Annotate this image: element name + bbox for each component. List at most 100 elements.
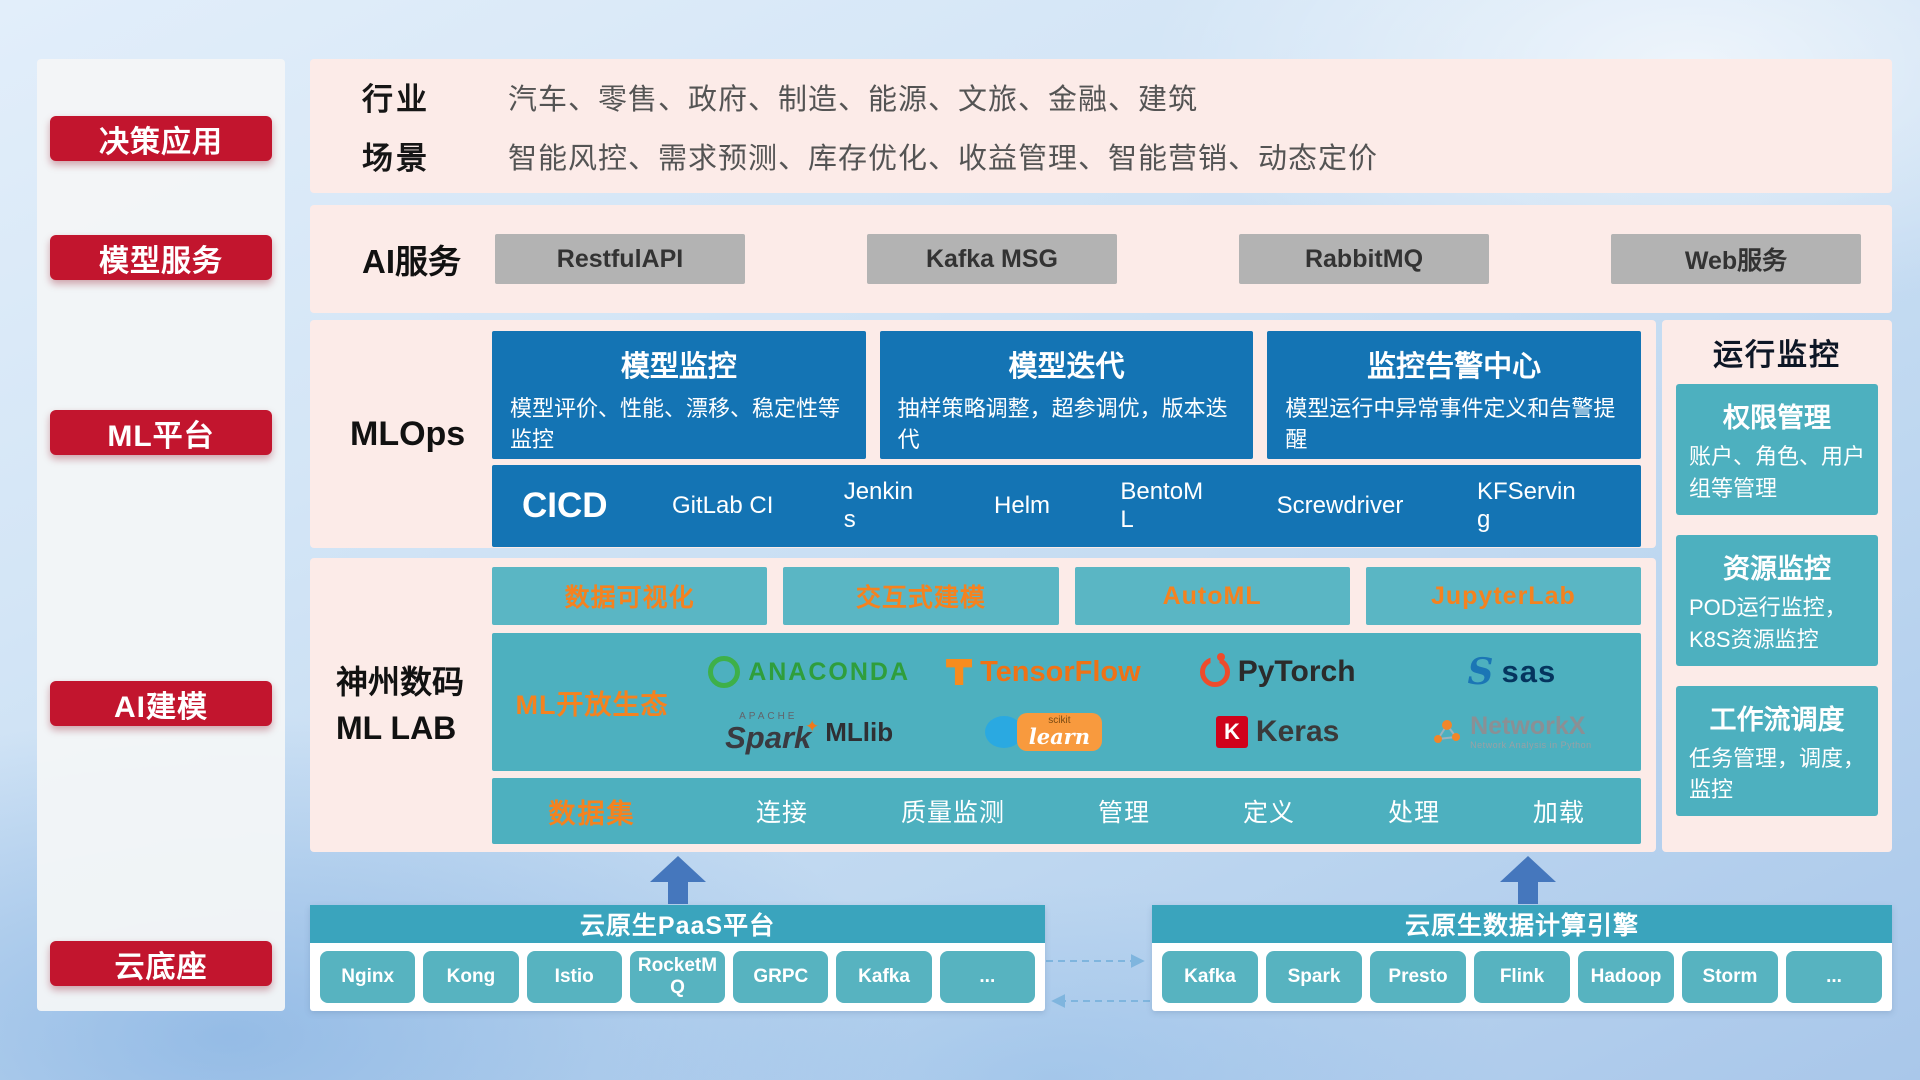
rabbitmq-block: RabbitMQ	[1239, 234, 1489, 284]
cicd-tools: GitLab CI Jenkins Helm BentoML Screwdriv…	[652, 478, 1611, 533]
industry-row: 行业 汽车、零售、政府、制造、能源、文旅、金融、建筑	[310, 74, 1892, 119]
alert-center-title: 监控告警中心	[1367, 351, 1542, 383]
keras-icon: K	[1215, 716, 1248, 748]
model-monitoring-title: 模型监控	[620, 351, 737, 383]
dataset-quality: 质量监测	[900, 799, 1005, 827]
resource-monitor-card: 资源监控 POD运行监控，K8S资源监控	[1676, 534, 1878, 666]
networkx-icon	[1434, 719, 1461, 743]
tensorflow-icon	[946, 659, 973, 685]
interactive-modeling-block: 交互式建模	[783, 567, 1059, 625]
dataset-load: 加载	[1532, 799, 1585, 827]
dataset-manage: 管理	[1097, 799, 1150, 827]
chip-istio: Istio	[526, 951, 622, 1003]
chip-nginx: Nginx	[320, 951, 416, 1003]
chip-storm: Storm	[1682, 951, 1778, 1003]
chip-kafka: Kafka	[836, 951, 932, 1003]
tensorflow-logo: TensorFlow	[946, 656, 1141, 689]
cicd-bar: CICD GitLab CI Jenkins Helm BentoML Scre…	[492, 465, 1641, 547]
bentoml-item: BentoML	[1120, 478, 1204, 533]
mllab-label: 神州数码 ML LAB	[328, 558, 501, 852]
up-arrow-left	[650, 856, 706, 904]
industry-scenario-panel: 行业 汽车、零售、政府、制造、能源、文旅、金融、建筑 场景 智能风控、需求预测、…	[310, 59, 1892, 193]
jenkins-item: Jenkins	[843, 478, 914, 533]
mllab-label-line1: 神州数码	[336, 663, 465, 700]
gitlab-ci-item: GitLab CI	[672, 492, 774, 520]
engine-chips: Kafka Spark Presto Flink Hadoop Storm ..…	[1152, 943, 1892, 1011]
industry-list: 汽车、零售、政府、制造、能源、文旅、金融、建筑	[508, 83, 1199, 116]
dataset-label: 数据集	[548, 798, 636, 829]
automl-block: AutoML	[1074, 567, 1350, 625]
layer-sidebar: 决策应用 模型服务 ML平台 AI建模 云底座	[37, 59, 285, 1011]
restfulapi-block: RestfulAPI	[495, 234, 745, 284]
sidebar-item-model-service: 模型服务	[50, 235, 272, 280]
dataset-connect: 连接	[756, 799, 809, 827]
chip-more2: ...	[1786, 951, 1882, 1003]
workflow-scheduler-title: 工作流调度	[1709, 704, 1845, 735]
sas-logo: S sas	[1467, 651, 1557, 693]
dataset-bar: 数据集 连接 质量监测 管理 定义 处理 加载	[492, 778, 1641, 844]
model-monitoring-desc: 模型评价、性能、漂移、稳定性等监控	[510, 396, 841, 452]
spark-star-icon: ✦	[805, 716, 820, 736]
chip-flink: Flink	[1474, 951, 1570, 1003]
data-visualization-block: 数据可视化	[492, 567, 768, 625]
permission-mgmt-desc: 账户、角色、用户组等管理	[1689, 444, 1866, 501]
chip-kong: Kong	[423, 951, 519, 1003]
data-engine-panel: 云原生数据计算引擎 Kafka Spark Presto Flink Hadoo…	[1152, 905, 1892, 1011]
keras-logo: K Keras	[1215, 715, 1339, 749]
kfserving-item: KFServing	[1476, 478, 1576, 533]
chip-spark: Spark	[1266, 951, 1362, 1003]
model-iteration-desc: 抽样策略调整，超参调优，版本迭代	[897, 396, 1228, 452]
networkx-subtitle: Network Analysis in Python	[1470, 739, 1592, 750]
workflow-scheduler-desc: 任务管理，调度，监控	[1689, 745, 1866, 803]
ai-service-label: AI服务	[362, 243, 461, 280]
resource-monitor-title: 资源监控	[1723, 553, 1831, 584]
sidebar-item-cloud-base: 云底座	[50, 941, 272, 986]
pytorch-logo: PyTorch	[1199, 653, 1356, 689]
industry-label: 行业	[362, 82, 430, 117]
sidebar-item-ml-platform: ML平台	[50, 410, 272, 455]
web-service-block: Web服务	[1611, 234, 1861, 284]
ml-ecosystem-box: ML开放生态 ANACONDA TensorFlow PyTorch S sas	[492, 633, 1641, 771]
mllab-panel: 神州数码 ML LAB 数据可视化 交互式建模 AutoML JupyterLa…	[310, 558, 1656, 852]
ml-ecosystem-label: ML开放生态	[515, 689, 669, 720]
chip-grpc: GRPC	[733, 951, 829, 1003]
ml-ecosystem-logos: ANACONDA TensorFlow PyTorch S sas APACHE	[692, 642, 1641, 762]
spark-mllib-logo: APACHE Spark ✦ MLlib	[725, 710, 894, 755]
anaconda-logo: ANACONDA	[708, 656, 910, 688]
apache-caption: APACHE	[739, 710, 798, 722]
scenario-row: 场景 智能风控、需求预测、库存优化、收益管理、智能营销、动态定价	[310, 133, 1892, 178]
chip-presto: Presto	[1370, 951, 1466, 1003]
data-engine-title: 云原生数据计算引擎	[1152, 905, 1892, 943]
ai-service-buttons: RestfulAPI Kafka MSG RabbitMQ Web服务	[495, 234, 1861, 284]
paas-chips: Nginx Kong Istio RocketMQ GRPC Kafka ...	[310, 943, 1045, 1011]
dataflow-dashed-arrows	[1046, 954, 1150, 1008]
helm-item: Helm	[994, 492, 1051, 520]
anaconda-icon	[708, 656, 741, 688]
paas-platform-title: 云原生PaaS平台	[310, 905, 1045, 943]
model-iteration-title: 模型迭代	[1008, 351, 1125, 383]
cicd-title: CICD	[522, 486, 608, 525]
chip-hadoop: Hadoop	[1578, 951, 1674, 1003]
kafka-msg-block: Kafka MSG	[867, 234, 1117, 284]
up-arrow-right	[1500, 856, 1556, 904]
paas-platform-panel: 云原生PaaS平台 Nginx Kong Istio RocketMQ GRPC…	[310, 905, 1045, 1011]
scikit-learn-logo: scikit learn	[984, 713, 1103, 751]
resource-monitor-desc: POD运行监控，K8S资源监控	[1689, 594, 1847, 652]
chip-rocketmq: RocketMQ	[629, 951, 726, 1003]
dataset-define: 定义	[1242, 799, 1295, 827]
alert-center-desc: 模型运行中异常事件定义和告警提醒	[1285, 396, 1616, 452]
scenario-label: 场景	[362, 141, 430, 176]
mllab-label-line2: ML LAB	[336, 710, 457, 746]
sas-icon: S	[1467, 651, 1494, 693]
pytorch-icon	[1199, 653, 1230, 687]
mlops-cards: 模型监控 模型评价、性能、漂移、稳定性等监控 模型迭代 抽样策略调整，超参调优，…	[492, 331, 1642, 459]
sidebar-item-ai-modeling: AI建模	[50, 681, 272, 726]
permission-mgmt-title: 权限管理	[1723, 403, 1831, 433]
runtime-monitor-title: 运行监控	[1713, 339, 1841, 372]
permission-mgmt-card: 权限管理 账户、角色、用户组等管理	[1676, 384, 1878, 515]
mlops-panel: MLOps 模型监控 模型评价、性能、漂移、稳定性等监控 模型迭代 抽样策略调整…	[310, 320, 1656, 548]
model-iteration-card: 模型迭代 抽样策略调整，超参调优，版本迭代	[879, 331, 1254, 459]
model-monitoring-card: 模型监控 模型评价、性能、漂移、稳定性等监控	[492, 331, 866, 459]
networkx-logo: NetworkX Network Analysis in Python	[1432, 713, 1592, 750]
